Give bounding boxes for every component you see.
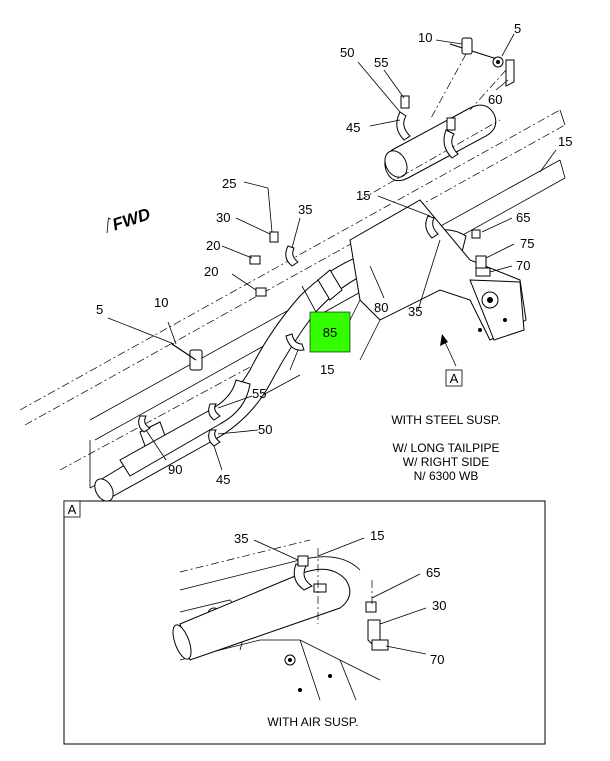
callout-80: 80 [374,300,388,315]
callout-90: 90 [168,462,182,477]
callout-20-b: 20 [204,264,218,279]
fwd-indicator: FWD [106,204,153,234]
callout-70: 70 [516,258,530,273]
detail-a-frame [63,500,546,745]
pipe-brackets [138,215,491,447]
crossmember [339,199,527,361]
muffler-clamps [396,95,459,159]
note-right-side: W/ RIGHT SIDE [403,455,489,469]
detail-callout-35: 35 [234,531,248,546]
detail-a-view: A [63,500,546,745]
callout-45-bottom: 45 [216,472,230,487]
callout-50-bottom: 50 [258,422,272,437]
note-wheelbase: N/ 6300 WB [414,469,479,483]
callout-45-top: 45 [346,120,360,135]
main-notes: WITH STEEL SUSP. W/ LONG TAILPIPE W/ RIG… [391,413,500,483]
side-pipe [119,379,251,477]
main-view: FWD 10 5 50 55 60 45 15 25 30 35 15 65 2… [19,21,572,502]
callout-10-top: 10 [418,30,432,45]
detail-frame [179,539,381,701]
detail-clamp-35 [293,555,327,593]
leader-lines [107,33,557,471]
detail-caption-air-susp: WITH AIR SUSP. [267,715,358,729]
view-a-reference: A [445,369,463,387]
detail-a-label: A [68,502,77,517]
detail-callout-30: 30 [432,598,446,613]
callout-75: 75 [520,236,534,251]
detail-brackets [317,548,389,651]
detail-callouts: 35 15 65 30 70 [234,528,446,667]
callout-15-mid: 15 [356,188,370,203]
callout-5-left: 5 [96,302,103,317]
callout-85: 85 [323,325,337,340]
view-a-ref-label: A [450,371,459,386]
hanger-rod-assembly [429,37,515,121]
callout-35-mid: 35 [408,304,422,319]
muffler [359,104,501,201]
callout-60: 60 [488,92,502,107]
callout-30: 30 [216,210,230,225]
callout-20-a: 20 [206,238,220,253]
detail-callout-70: 70 [430,652,444,667]
detail-callout-65: 65 [426,565,440,580]
highlight-85: 85 [309,311,351,353]
detail-pipe [172,568,351,661]
callout-65: 65 [516,210,530,225]
fwd-label: FWD [110,204,153,234]
callout-5-top: 5 [514,21,521,36]
highlight-box [309,311,351,353]
detail-leader-lines [253,537,427,655]
callout-35-left: 35 [298,202,312,217]
note-long-tailpipe: W/ LONG TAILPIPE [393,441,500,455]
detail-callout-15: 15 [370,528,384,543]
callout-10-left: 10 [154,295,168,310]
callout-15-bottom: 15 [320,362,334,377]
callout-50-top: 50 [340,45,354,60]
callout-55-top: 55 [374,55,388,70]
callouts: 10 5 50 55 60 45 15 25 30 35 15 65 20 20… [96,21,572,487]
callout-55-bottom: 55 [252,386,266,401]
callout-25: 25 [222,176,236,191]
note-steel-susp: WITH STEEL SUSP. [391,413,500,427]
callout-15-right: 15 [558,134,572,149]
